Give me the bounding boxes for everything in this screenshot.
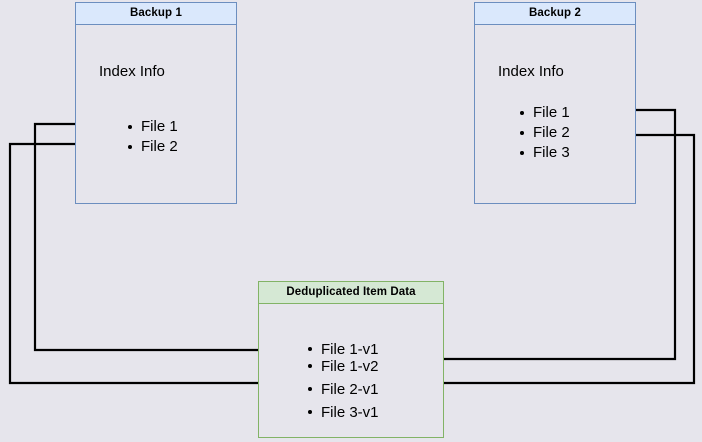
node-backup-1[interactable]: Backup 1 Index Info File 1 File 2	[75, 2, 237, 204]
node-deduplicated-item-data-title: Deduplicated Item Data	[259, 282, 443, 304]
dedup-item[interactable]: File 2-v1	[307, 381, 379, 398]
node-deduplicated-item-data-body: File 1-v1 File 1-v2 File 2-v1 File 3-v1	[259, 304, 443, 437]
backup-2-file-item[interactable]: File 1	[519, 103, 570, 123]
dedup-item[interactable]: File 1-v2	[307, 358, 379, 375]
backup-1-file-item[interactable]: File 1	[127, 117, 178, 137]
node-backup-2-body: Index Info File 1 File 2 File 3	[475, 25, 635, 203]
node-deduplicated-item-data[interactable]: Deduplicated Item Data File 1-v1 File 1-…	[258, 281, 444, 438]
node-backup-1-title: Backup 1	[76, 3, 236, 25]
backup-2-file-list: File 1 File 2 File 3	[519, 103, 570, 163]
node-backup-1-body: Index Info File 1 File 2	[76, 25, 236, 203]
backup-1-file-list: File 1 File 2	[127, 117, 178, 157]
backup-1-index-info-label: Index Info	[99, 63, 165, 80]
backup-1-file-item[interactable]: File 2	[127, 137, 178, 157]
backup-2-file-item[interactable]: File 3	[519, 143, 570, 163]
node-backup-2[interactable]: Backup 2 Index Info File 1 File 2 File 3	[474, 2, 636, 204]
node-backup-2-title: Backup 2	[475, 3, 635, 25]
backup-2-file-item[interactable]: File 2	[519, 123, 570, 143]
dedup-item[interactable]: File 3-v1	[307, 404, 379, 421]
dedup-item-list: File 1-v1 File 1-v2 File 2-v1 File 3-v1	[307, 341, 379, 421]
backup-2-index-info-label: Index Info	[498, 63, 564, 80]
dedup-item[interactable]: File 1-v1	[307, 341, 379, 358]
